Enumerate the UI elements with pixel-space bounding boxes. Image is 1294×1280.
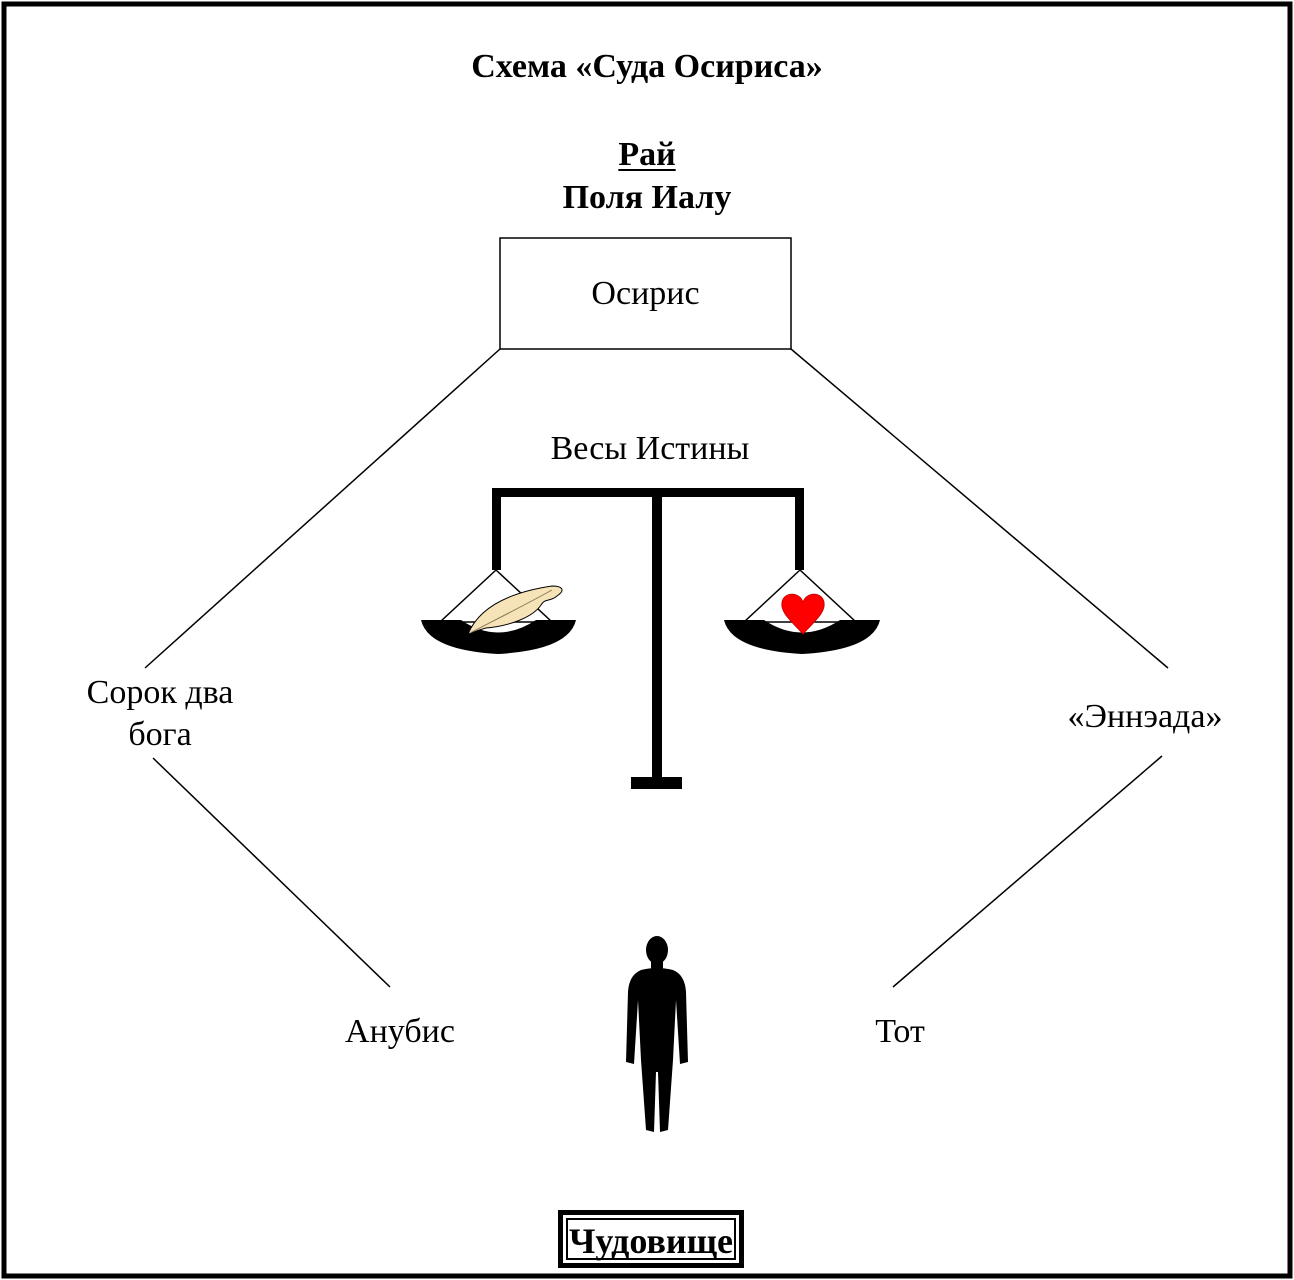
forty-two-gods-label: Сорок два бога <box>86 674 234 753</box>
human-silhouette-icon <box>626 936 688 1132</box>
diagram-title: Схема «Суда Осириса» <box>471 48 823 85</box>
right-scale-pan <box>724 568 880 654</box>
line-ennead-to-thoth <box>892 755 1163 988</box>
anubis-label: Анубис <box>345 1013 455 1050</box>
osiris-box <box>499 237 792 350</box>
paradise-heading: Рай <box>618 136 676 173</box>
monster-label: Чудовище <box>558 1210 744 1268</box>
fields-of-iaru-label: Поля Иалу <box>562 179 732 216</box>
line-osiris-to-forty-gods <box>144 348 501 669</box>
heart-icon <box>781 593 825 635</box>
osiris-label: Осирис <box>591 275 700 312</box>
scales-of-truth-label: Весы Истины <box>550 430 750 467</box>
ennead-label: «Эннэада» <box>1067 698 1223 735</box>
left-scale-pan <box>421 568 576 654</box>
line-osiris-to-ennead <box>790 348 1169 669</box>
feather-icon <box>467 585 563 635</box>
scales-of-truth-icon <box>421 488 880 789</box>
line-forty-gods-to-anubis <box>152 757 391 988</box>
thoth-label: Тот <box>875 1013 925 1050</box>
